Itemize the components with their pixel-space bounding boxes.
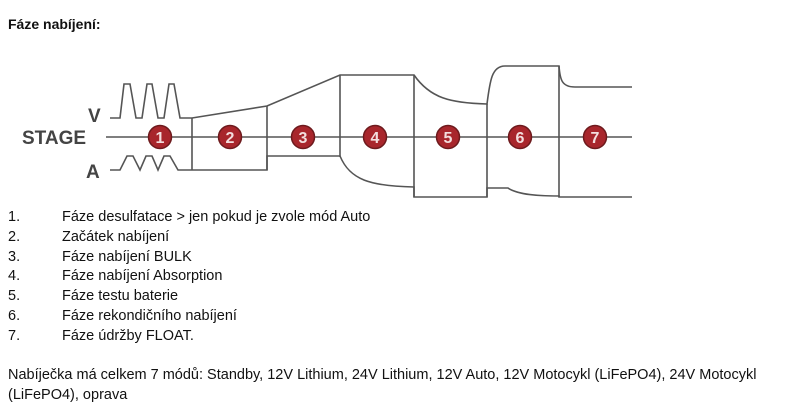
current-label: A	[86, 162, 100, 183]
stage-dividers	[191, 66, 560, 197]
charging-stages-diagram: V STAGE A 1 2 3 4 5 6 7	[22, 65, 632, 198]
item-number: 3.	[8, 248, 21, 265]
stage-number: 4	[371, 130, 380, 147]
list-item: 1. Fáze desulfatace > jen pokud je zvole …	[8, 208, 370, 228]
item-text: Fáze údržby FLOAT.	[62, 327, 194, 344]
item-number: 1.	[8, 209, 21, 225]
stage-marker-7	[582, 124, 608, 150]
item-number: 5.	[8, 288, 21, 305]
stage-marker-2	[217, 124, 243, 150]
item-text: Začátek nabíjení	[62, 228, 170, 245]
item-number: 7.	[8, 327, 21, 344]
item-text: Fáze rekondičního nabíjení	[62, 307, 237, 324]
stage-number: 1	[156, 130, 165, 147]
item-number: 2.	[8, 228, 21, 245]
stage-label: STAGE	[22, 128, 86, 149]
stage-number: 6	[516, 130, 525, 147]
item-text: Fáze testu baterie	[62, 288, 179, 305]
stage-number: 7	[591, 130, 600, 147]
item-number: 6.	[8, 307, 21, 324]
list-item: 7. Fáze údržby FLOAT.	[8, 327, 370, 347]
stage-marker-3	[290, 124, 316, 150]
item-number: 4.	[8, 268, 21, 285]
stage-marker-1	[147, 124, 173, 150]
list-item: 6. Fáze rekondičního nabíjení	[8, 307, 370, 327]
item-text: Fáze desulfatace > jen pokud je zvole mó…	[62, 209, 371, 225]
stage-marker-4	[362, 124, 388, 150]
item-text: Fáze nabíjení BULK	[62, 248, 192, 265]
stage-marker-6	[507, 124, 533, 150]
list-item: 5. Fáze testu baterie	[8, 287, 370, 307]
list-item: 4. Fáze nabíjení Absorption	[8, 267, 370, 287]
list-item: 2. Začátek nabíjení	[8, 228, 370, 248]
list-item: 3. Fáze nabíjení BULK	[8, 248, 370, 268]
voltage-label: V	[88, 106, 101, 127]
section-title: Fáze nabíjení:	[8, 16, 101, 32]
modes-paragraph: Nabíječka má celkem 7 módů: Standby, 12V…	[8, 367, 757, 403]
item-text: Fáze nabíjení Absorption	[62, 268, 223, 285]
current-curve	[110, 155, 632, 198]
voltage-curve	[110, 65, 632, 119]
stage-number: 2	[226, 130, 235, 147]
phase-list: 1. Fáze desulfatace > jen pokud je zvole …	[8, 208, 370, 347]
stage-marker-5	[435, 124, 461, 150]
stage-number: 3	[299, 130, 308, 147]
stage-number: 5	[444, 130, 453, 147]
